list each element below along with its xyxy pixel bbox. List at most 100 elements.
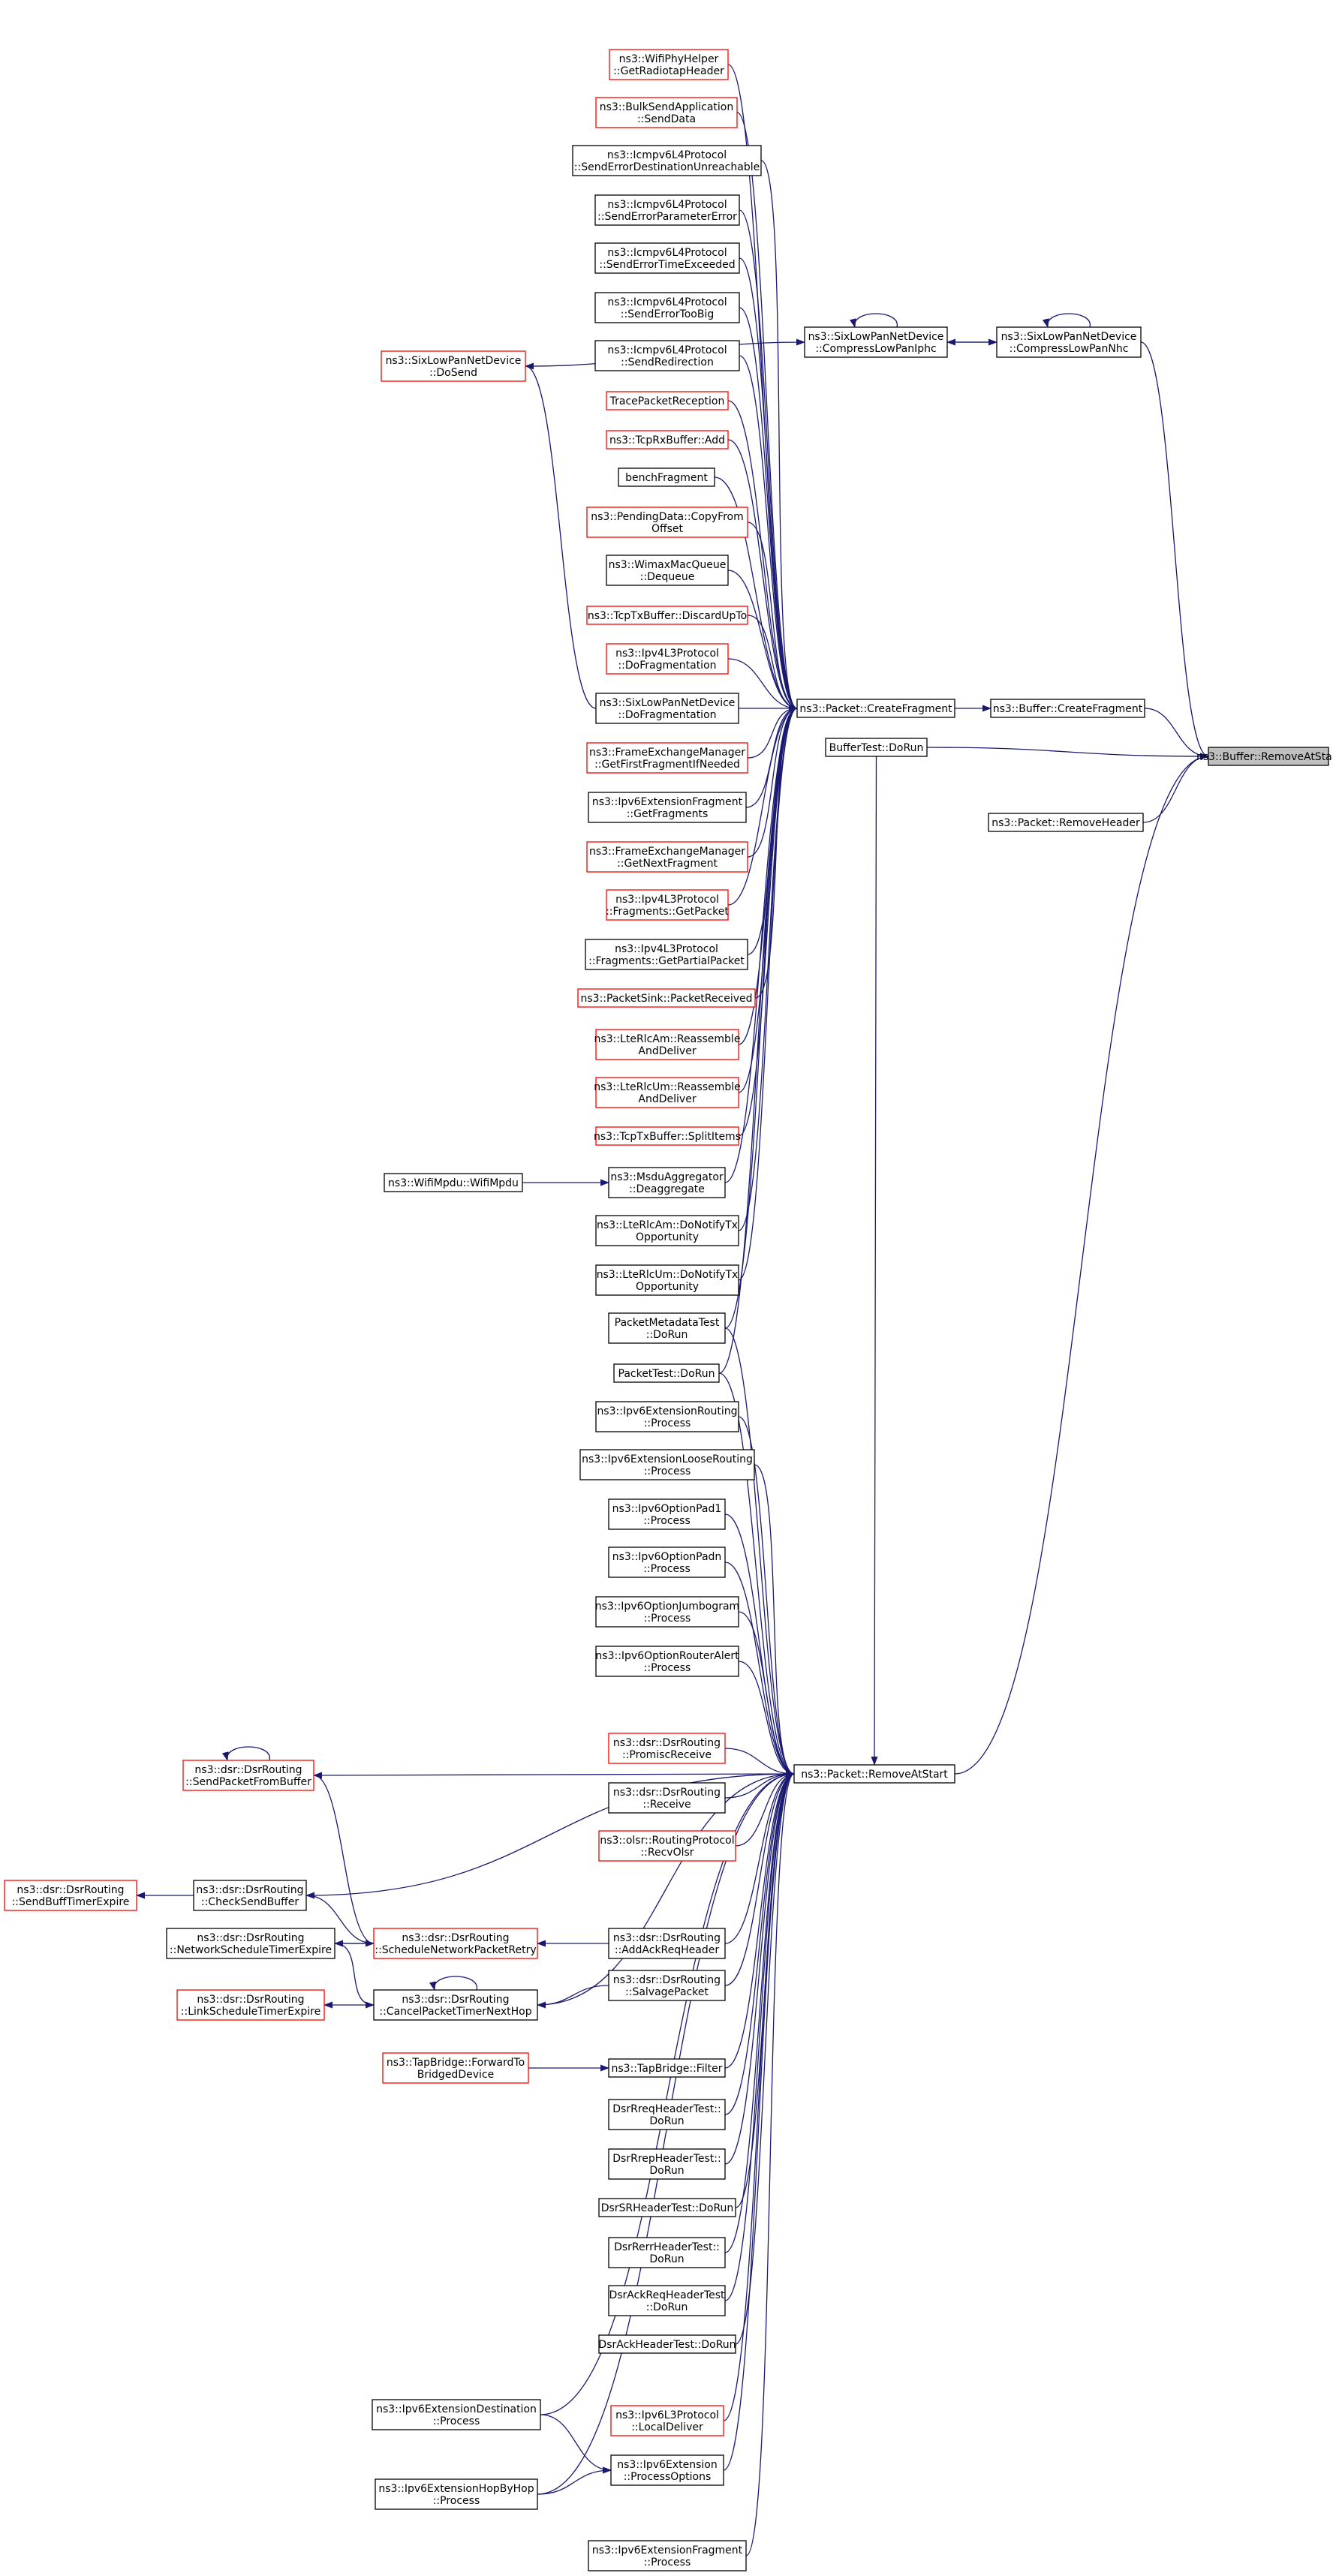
- node-six-do-frag[interactable]: ns3::SixLowPanNetDevice::DoFragmentation: [595, 693, 739, 724]
- node-label: ::CompressLowPanNhc: [1010, 343, 1129, 355]
- node-box: [609, 49, 729, 80]
- node-label: ::Process: [644, 1465, 691, 1477]
- node-pkt-remove-at-start[interactable]: ns3::Packet::RemoveAtStart: [793, 1764, 955, 1784]
- node-ipv4-frags-get-packet[interactable]: ns3::Ipv4L3Protocol::Fragments::GetPacke…: [606, 889, 729, 921]
- node-compress-nhc[interactable]: ns3::SixLowPanNetDevice::CompressLowPanN…: [996, 326, 1142, 358]
- node-dsr-receive[interactable]: ns3::dsr::DsrRouting::Receive: [608, 1782, 726, 1814]
- node-bulk-send[interactable]: ns3::BulkSendApplication::SendData: [595, 97, 738, 128]
- node-dsr-rerr-test[interactable]: DsrRerrHeaderTest::DoRun: [608, 2237, 726, 2268]
- node-tcp-tx-split[interactable]: ns3::TcpTxBuffer::SplitItems: [594, 1126, 741, 1146]
- node-dsr-rrep-test[interactable]: DsrRrepHeaderTest::DoRun: [608, 2148, 726, 2180]
- node-promisc-receive[interactable]: ns3::dsr::DsrRouting::PromiscReceive: [608, 1733, 726, 1764]
- node-label: AndDeliver: [638, 1045, 696, 1057]
- node-box: [988, 813, 1144, 832]
- node-ipv6-ext-dest[interactable]: ns3::Ipv6ExtensionDestination::Process: [372, 2399, 541, 2430]
- node-label: ::SendErrorParameterError: [597, 211, 737, 223]
- node-pkt-create-fragment[interactable]: ns3::Packet::CreateFragment: [796, 699, 955, 718]
- node-label: ::GetFirstFragmentIfNeeded: [594, 759, 740, 771]
- node-pkt-meta-test[interactable]: PacketMetadataTest::DoRun: [608, 1312, 726, 1344]
- node-label: DsrRrepHeaderTest::: [612, 2153, 721, 2165]
- node-ipv6-local-deliver[interactable]: ns3::Ipv6L3Protocol::LocalDeliver: [610, 2405, 724, 2436]
- node-box: [608, 2285, 726, 2316]
- node-icmp-param-error[interactable]: ns3::Icmpv6L4Protocol::SendErrorParamete…: [594, 194, 740, 226]
- node-olsr-recv[interactable]: ns3::olsr::RoutingProtocol::RecvOlsr: [598, 1830, 736, 1862]
- node-trace-pkt-rx[interactable]: TracePacketReception: [606, 391, 729, 410]
- node-ipv4-frags-partial[interactable]: ns3::Ipv4L3Protocol::Fragments::GetParti…: [585, 939, 748, 970]
- node-add-ack-req[interactable]: ns3::dsr::DsrRouting::AddAckReqHeader: [608, 1928, 726, 1959]
- node-label: ns3::Icmpv6L4Protocol: [607, 344, 727, 356]
- node-wimax-dequeue[interactable]: ns3::WimaxMacQueue::Dequeue: [606, 555, 729, 586]
- edge-msdu-deaggregate-to-pkt-create-fragment: [724, 705, 798, 1183]
- node-ipv6-ext-get-frags[interactable]: ns3::Ipv6ExtensionFragment::GetFragments: [588, 792, 747, 823]
- node-packet-test[interactable]: PacketTest::DoRun: [613, 1363, 720, 1383]
- node-box: [373, 1928, 538, 1959]
- node-remove-at-start[interactable]: ns3::Buffer::RemoveAtStart: [1196, 747, 1333, 766]
- node-send-buff-timer[interactable]: ns3::dsr::DsrRouting::SendBuffTimerExpir…: [4, 1880, 137, 1911]
- node-tap-filter[interactable]: ns3::TapBridge::Filter: [608, 2058, 726, 2078]
- node-label: DsrSRHeaderTest::DoRun: [601, 2202, 734, 2214]
- node-box: [176, 1989, 325, 2021]
- node-ipv6-ext-hop-by-hop[interactable]: ns3::Ipv6ExtensionHopByHop::Process: [375, 2478, 538, 2510]
- node-pkt-remove-header[interactable]: ns3::Packet::RemoveHeader: [988, 813, 1144, 832]
- node-fem-next-frag[interactable]: ns3::FrameExchangeManager::GetNextFragme…: [586, 841, 748, 873]
- node-do-send[interactable]: ns3::SixLowPanNetDevice::DoSend: [381, 350, 526, 382]
- node-dsr-srtest[interactable]: DsrSRHeaderTest::DoRun: [598, 2198, 736, 2217]
- node-buf-create-fragment[interactable]: ns3::Buffer::CreateFragment: [990, 699, 1145, 718]
- node-label: DsrAckHeaderTest::DoRun: [598, 2339, 736, 2351]
- node-bench-fragment[interactable]: benchFragment: [618, 467, 715, 487]
- node-label: ns3::Packet::RemoveAtStart: [801, 1769, 948, 1781]
- node-label: DoRun: [649, 2115, 684, 2127]
- node-cancel-timer-next-hop[interactable]: ns3::dsr::DsrRouting::CancelPacketTimerN…: [373, 1989, 538, 2021]
- node-wifi-mpdu[interactable]: ns3::WifiMpdu::WifiMpdu: [384, 1173, 523, 1192]
- node-compress-iphc[interactable]: ns3::SixLowPanNetDevice::CompressLowPanI…: [804, 326, 948, 358]
- node-icmp-too-big[interactable]: ns3::Icmpv6L4Protocol::SendErrorTooBig: [594, 292, 740, 323]
- node-tcp-tx-discard[interactable]: ns3::TcpTxBuffer::DiscardUpTo: [586, 606, 748, 625]
- node-dsr-ack-test[interactable]: DsrAckHeaderTest::DoRun: [598, 2334, 736, 2354]
- node-label: ::SendErrorDestinationUnreachable: [574, 161, 760, 173]
- node-icmp-redirection[interactable]: ns3::Icmpv6L4Protocol::SendRedirection: [594, 340, 740, 371]
- node-ipv6-ext-frag-process[interactable]: ns3::Ipv6ExtensionFragment::Process: [588, 2540, 747, 2571]
- node-opt-router-alert[interactable]: ns3::Ipv6OptionRouterAlert::Process: [595, 1646, 739, 1677]
- node-label: ::Dequeue: [640, 571, 695, 583]
- node-dsr-ack-req-test[interactable]: DsrAckReqHeaderTest::DoRun: [608, 2285, 726, 2316]
- node-label: AndDeliver: [638, 1093, 696, 1105]
- node-label: ::Fragments::GetPartialPacket: [588, 955, 745, 967]
- node-buffer-test-do-run[interactable]: BufferTest::DoRun: [825, 738, 928, 757]
- node-fem-first-frag[interactable]: ns3::FrameExchangeManager::GetFirstFragm…: [586, 742, 748, 774]
- node-box: [610, 2454, 724, 2486]
- node-check-send-buffer[interactable]: ns3::dsr::DsrRouting::CheckSendBuffer: [193, 1880, 307, 1911]
- node-sched-net-retry[interactable]: ns3::dsr::DsrRouting::ScheduleNetworkPac…: [373, 1928, 538, 1959]
- node-opt-jumbogram[interactable]: ns3::Ipv6OptionJumbogram::Process: [595, 1596, 739, 1628]
- node-ipv6-ext-loose-routing[interactable]: ns3::Ipv6ExtensionLooseRouting::Process: [579, 1449, 755, 1480]
- node-send-pkt-from-buffer[interactable]: ns3::dsr::DsrRouting::SendPacketFromBuff…: [182, 1760, 314, 1791]
- node-msdu-deaggregate[interactable]: ns3::MsduAggregator::Deaggregate: [608, 1167, 726, 1198]
- node-box: [608, 2148, 726, 2180]
- node-label: DsrRerrHeaderTest::: [614, 2241, 720, 2253]
- node-label: ::Fragments::GetPacket: [606, 906, 729, 918]
- node-label: ns3::Ipv6OptionJumbogram: [595, 1601, 739, 1613]
- node-salvage-packet[interactable]: ns3::dsr::DsrRouting::SalvagePacket: [608, 1970, 726, 2001]
- node-ipv4-do-frag[interactable]: ns3::Ipv4L3Protocol::DoFragmentation: [606, 643, 729, 675]
- node-link-sched-timer[interactable]: ns3::dsr::DsrRouting::LinkScheduleTimerE…: [176, 1989, 325, 2021]
- node-icmp-time-exceeded[interactable]: ns3::Icmpv6L4Protocol::SendErrorTimeExce…: [594, 242, 740, 274]
- node-net-sched-timer[interactable]: ns3::dsr::DsrRouting::NetworkScheduleTim…: [166, 1928, 336, 1959]
- node-dsr-rreq-test[interactable]: DsrRreqHeaderTest::DoRun: [608, 2099, 726, 2130]
- node-icmp-dest-unreach[interactable]: ns3::Icmpv6L4Protocol::SendErrorDestinat…: [572, 145, 762, 176]
- node-opt-padn[interactable]: ns3::Ipv6OptionPadn::Process: [608, 1547, 726, 1578]
- node-ipv6-ext-proc-opts[interactable]: ns3::Ipv6Extension::ProcessOptions: [610, 2454, 724, 2486]
- node-label: ::Process: [644, 2556, 691, 2568]
- node-opt-pad1[interactable]: ns3::Ipv6OptionPad1::Process: [608, 1498, 726, 1530]
- edge-ipv4-do-frag-to-pkt-create-fragment: [727, 658, 798, 712]
- node-box: [804, 326, 948, 358]
- node-pkt-sink-rx[interactable]: ns3::PacketSink::PacketReceived: [577, 988, 756, 1008]
- edge-pending-copy-to-pkt-create-fragment: [747, 522, 798, 712]
- node-get-radiotap[interactable]: ns3::WifiPhyHelper::GetRadiotapHeader: [609, 49, 729, 80]
- node-ipv6-ext-routing[interactable]: ns3::Ipv6ExtensionRouting::Process: [595, 1401, 739, 1432]
- node-tcp-rx-add[interactable]: ns3::TcpRxBuffer::Add: [606, 430, 729, 449]
